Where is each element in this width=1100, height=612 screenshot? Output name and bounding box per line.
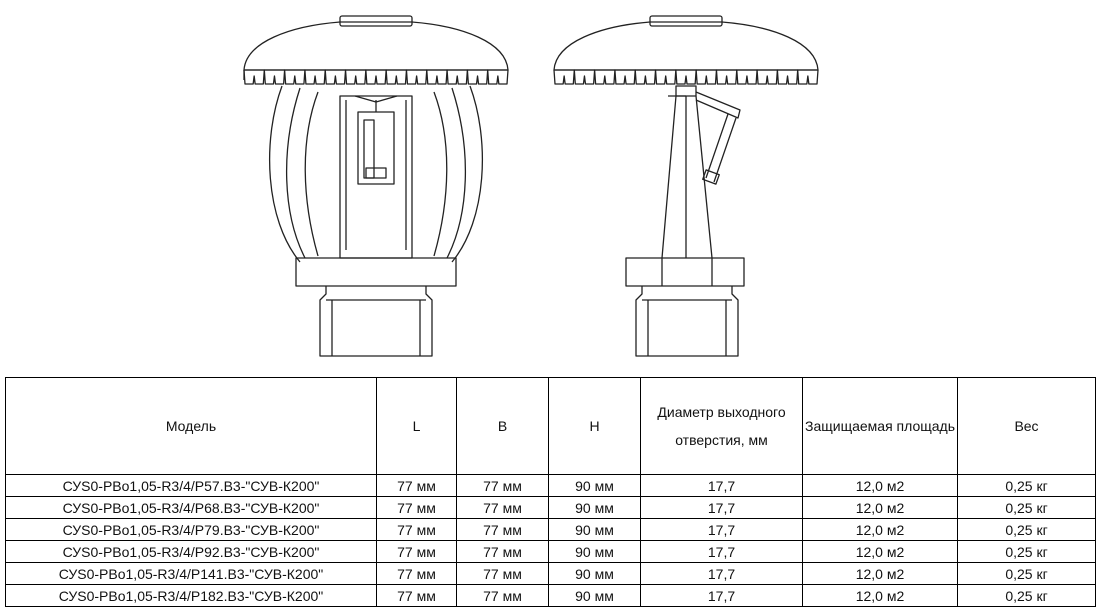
cell-model: СУS0-РВо1,05-R3/4/Р57.В3-"СУВ-К200"	[5, 474, 377, 497]
cell-h: 90 мм	[548, 518, 641, 541]
cell-model: СУS0-РВо1,05-R3/4/Р182.В3-"СУВ-К200"	[5, 584, 377, 607]
table-row: СУS0-РВо1,05-R3/4/Р141.В3-"СУВ-К200" 77 …	[5, 562, 1096, 585]
cell-area: 12,0 м2	[802, 474, 958, 497]
cell-b: 77 мм	[456, 496, 549, 519]
deflector-teeth	[243, 69, 509, 85]
header-h: H	[548, 377, 641, 475]
table-row: СУS0-РВо1,05-R3/4/Р68.В3-"СУВ-К200" 77 м…	[5, 496, 1096, 519]
table-row: СУS0-РВо1,05-R3/4/Р92.В3-"СУВ-К200" 77 м…	[5, 540, 1096, 563]
cell-h: 90 мм	[548, 584, 641, 607]
table-row: СУS0-РВо1,05-R3/4/Р57.В3-"СУВ-К200" 77 м…	[5, 474, 1096, 497]
cell-h: 90 мм	[548, 496, 641, 519]
cell-area: 12,0 м2	[802, 540, 958, 563]
cell-weight: 0,25 кг	[957, 540, 1096, 563]
cell-weight: 0,25 кг	[957, 562, 1096, 585]
cell-b: 77 мм	[456, 562, 549, 585]
deflector-teeth	[553, 69, 819, 85]
cell-area: 12,0 м2	[802, 584, 958, 607]
cell-diameter: 17,7	[640, 518, 803, 541]
cell-area: 12,0 м2	[802, 562, 958, 585]
cell-model: СУS0-РВо1,05-R3/4/Р68.В3-"СУВ-К200"	[5, 496, 377, 519]
sprinkler-front-view	[243, 15, 509, 357]
cell-model: СУS0-РВо1,05-R3/4/Р141.В3-"СУВ-К200"	[5, 562, 377, 585]
cell-b: 77 мм	[456, 540, 549, 563]
table-row: СУS0-РВо1,05-R3/4/Р79.В3-"СУВ-К200" 77 м…	[5, 518, 1096, 541]
cell-l: 77 мм	[376, 518, 457, 541]
cell-h: 90 мм	[548, 540, 641, 563]
header-weight: Вес	[957, 377, 1096, 475]
cell-h: 90 мм	[548, 474, 641, 497]
cell-diameter: 17,7	[640, 584, 803, 607]
cell-model: СУS0-РВо1,05-R3/4/Р92.В3-"СУВ-К200"	[5, 540, 377, 563]
cell-diameter: 17,7	[640, 562, 803, 585]
cell-b: 77 мм	[456, 474, 549, 497]
cell-model: СУS0-РВо1,05-R3/4/Р79.В3-"СУВ-К200"	[5, 518, 377, 541]
cell-area: 12,0 м2	[802, 518, 958, 541]
cell-weight: 0,25 кг	[957, 518, 1096, 541]
cell-l: 77 мм	[376, 562, 457, 585]
cell-l: 77 мм	[376, 474, 457, 497]
table-header-row: Модель L B H Диаметр выходного отверстия…	[5, 377, 1096, 475]
header-model: Модель	[5, 377, 377, 475]
cell-l: 77 мм	[376, 584, 457, 607]
cell-weight: 0,25 кг	[957, 474, 1096, 497]
cell-diameter: 17,7	[640, 496, 803, 519]
cell-area: 12,0 м2	[802, 496, 958, 519]
header-protected-area: Защищаемая площадь	[802, 377, 958, 475]
cell-weight: 0,25 кг	[957, 584, 1096, 607]
sprinkler-side-view	[553, 15, 819, 357]
cell-weight: 0,25 кг	[957, 496, 1096, 519]
header-l: L	[376, 377, 457, 475]
cell-diameter: 17,7	[640, 474, 803, 497]
cell-b: 77 мм	[456, 518, 549, 541]
cell-b: 77 мм	[456, 584, 549, 607]
spec-table: Модель L B H Диаметр выходного отверстия…	[5, 377, 1096, 607]
header-orifice-diameter: Диаметр выходного отверстия, мм	[640, 377, 803, 475]
cell-h: 90 мм	[548, 562, 641, 585]
cell-l: 77 мм	[376, 496, 457, 519]
cell-diameter: 17,7	[640, 540, 803, 563]
header-b: B	[456, 377, 549, 475]
cell-l: 77 мм	[376, 540, 457, 563]
table-row: СУS0-РВо1,05-R3/4/Р182.В3-"СУВ-К200" 77 …	[5, 584, 1096, 607]
sprinkler-drawings	[243, 15, 819, 357]
